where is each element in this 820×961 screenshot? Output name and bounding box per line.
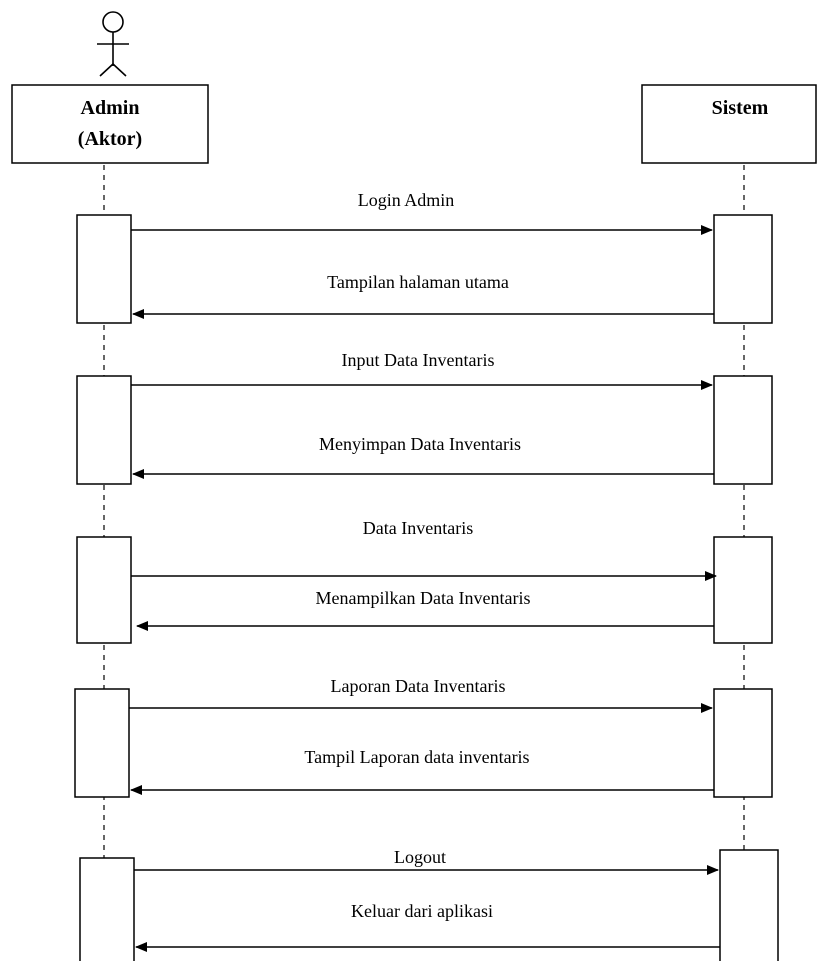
message-login-admin: Login Admin	[131, 190, 713, 235]
message-label: Laporan Data Inventaris	[331, 676, 506, 696]
system-activation	[713, 375, 773, 485]
actor-activation	[76, 536, 132, 644]
system-header: Sistem	[641, 84, 817, 164]
actor-activation	[76, 375, 132, 485]
message-label: Login Admin	[358, 190, 455, 210]
message-label: Tampilan halaman utama	[327, 272, 509, 292]
message-tampilan-halaman-utama: Tampilan halaman utama	[132, 272, 714, 319]
actor-header: Admin (Aktor)	[11, 84, 209, 164]
message-keluar-dari-aplikasi: Keluar dari aplikasi	[135, 901, 720, 952]
actor-activation	[74, 688, 130, 798]
message-label: Menyimpan Data Inventaris	[319, 434, 521, 454]
message-menampilkan-data-inventaris: Menampilkan Data Inventaris	[136, 588, 714, 631]
message-logout: Logout	[134, 847, 719, 875]
actor-activation	[79, 857, 135, 961]
message-label: Tampil Laporan data inventaris	[304, 747, 529, 767]
message-tampil-laporan-data-inventaris: Tampil Laporan data inventaris	[130, 747, 714, 795]
message-menyimpan-data-inventaris: Menyimpan Data Inventaris	[132, 434, 714, 479]
actor-role: (Aktor)	[78, 128, 142, 150]
message-data-inventaris: Data Inventaris	[131, 518, 717, 581]
system-activation	[713, 214, 773, 324]
system-activation	[713, 688, 773, 798]
message-laporan-data-inventaris: Laporan Data Inventaris	[129, 676, 713, 713]
message-label: Logout	[394, 847, 446, 867]
system-activation	[719, 849, 779, 961]
actor-activation	[76, 214, 132, 324]
message-label: Input Data Inventaris	[342, 350, 495, 370]
message-input-data-inventaris: Input Data Inventaris	[131, 350, 713, 390]
system-activation	[713, 536, 773, 644]
system-box	[641, 84, 817, 164]
stick-figure-icon	[97, 11, 129, 77]
message-label: Menampilkan Data Inventaris	[316, 588, 531, 608]
message-label: Keluar dari aplikasi	[351, 901, 493, 921]
message-label: Data Inventaris	[363, 518, 473, 538]
actor-name: Admin	[81, 97, 140, 119]
actor-box	[11, 84, 209, 164]
system-name: Sistem	[712, 97, 769, 119]
